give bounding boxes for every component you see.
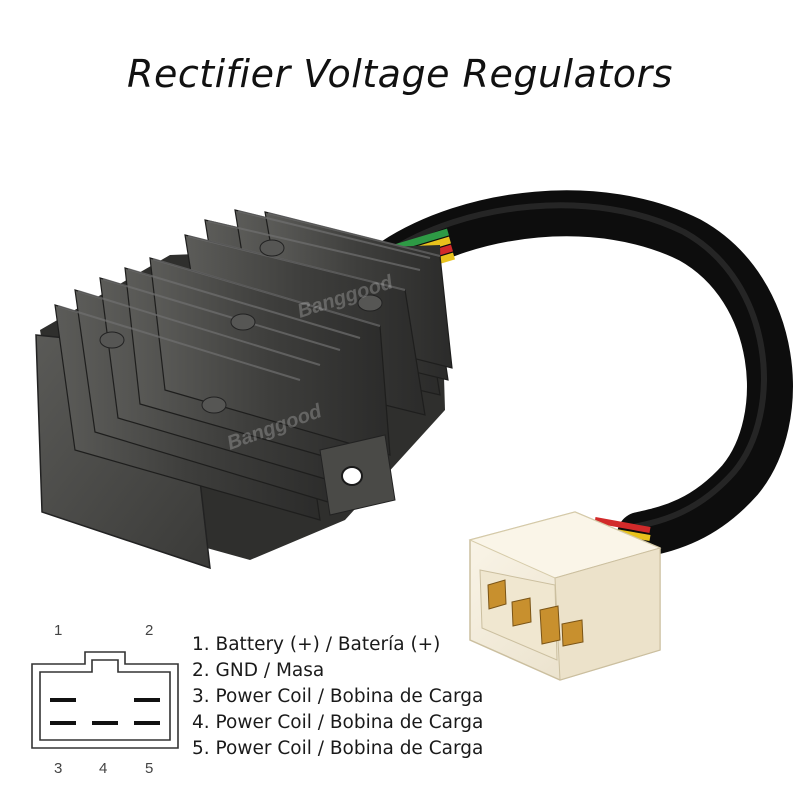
legend-item-1: 1. Battery (+) / Batería (+) xyxy=(192,634,441,655)
pin-number-3: 3 xyxy=(54,760,63,777)
legend-item-4: 4. Power Coil / Bobina de Carga xyxy=(192,712,484,733)
watermark-sub-text: .com xyxy=(545,354,567,365)
pin-number-2: 2 xyxy=(145,622,154,639)
legend-item-3: 3. Power Coil / Bobina de Carga xyxy=(192,686,484,707)
connector-pinout-diagram xyxy=(31,651,179,749)
legend-item-2: 2. GND / Masa xyxy=(192,660,325,681)
connector-plug xyxy=(468,511,662,681)
heatsink xyxy=(35,209,453,570)
pin-number-1: 1 xyxy=(54,622,63,639)
pin-number-5: 5 xyxy=(145,760,154,777)
legend-item-5: 5. Power Coil / Bobina de Carga xyxy=(192,738,484,759)
pin-legend: 1. Battery (+) / Batería (+) 2. GND / Ma… xyxy=(192,632,483,762)
watermark-sub-text: .com xyxy=(485,500,507,511)
page-title: Rectifier Voltage Regulators xyxy=(127,52,673,96)
pin-number-4: 4 xyxy=(99,760,108,777)
